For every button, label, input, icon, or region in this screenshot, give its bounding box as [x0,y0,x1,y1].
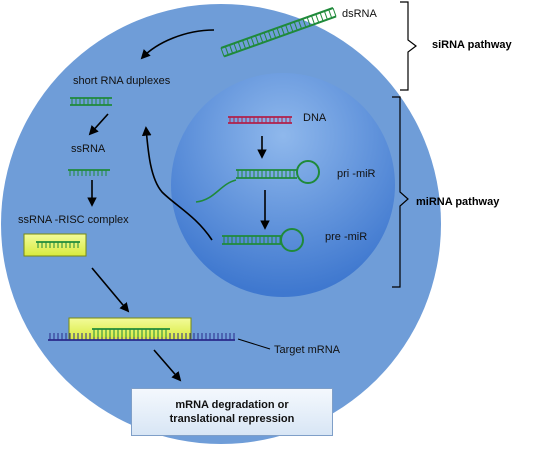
pre-mir-stem [222,235,281,245]
ssrna-risc-label: ssRNA -RISC complex [18,214,129,226]
short-duplex-strand [70,97,112,106]
arrow-risc-to-target [91,267,130,313]
pri-mir-stem [236,169,297,179]
outcome-box: mRNA degradation or translational repres… [131,388,333,436]
dsrna-strand [220,7,337,58]
target-mrna-label: Target mRNA [274,344,341,356]
dna-label: DNA [303,112,327,124]
ssrna-label: ssRNA [71,143,106,155]
dsrna-label: dsRNA [342,8,377,20]
mirna-pathway-label: miRNA pathway [416,196,500,208]
leader-target-mrna [237,338,271,350]
pri-mir-label: pri -miR [337,168,376,180]
ssrna-strand [68,169,110,176]
pri-mir-loop [296,160,320,184]
arrow-target-to-outcome [153,349,182,382]
risc-ssrna-strand [36,241,80,248]
dna-strand [228,116,292,124]
arrow-dsrna-to-duplexes [140,29,215,60]
sirna-pathway-label: siRNA pathway [432,39,512,51]
pre-mir-label: pre -miR [325,231,368,243]
outcome-line-2: translational repression [169,413,295,425]
mirna-bracket [392,96,409,288]
pri-mir-tail [195,179,237,203]
target-guide-strand [92,328,170,337]
arrow-duplexes-to-ssrna [88,113,109,136]
short-duplexes-label: short RNA duplexes [73,75,171,87]
outcome-line-1: mRNA degradation or [175,399,289,411]
pre-mir-loop [280,228,304,252]
risc-complex [23,233,87,257]
nucleus [171,73,395,297]
arrow-pre-to-duplexes [141,126,213,241]
sirna-bracket [400,1,417,91]
